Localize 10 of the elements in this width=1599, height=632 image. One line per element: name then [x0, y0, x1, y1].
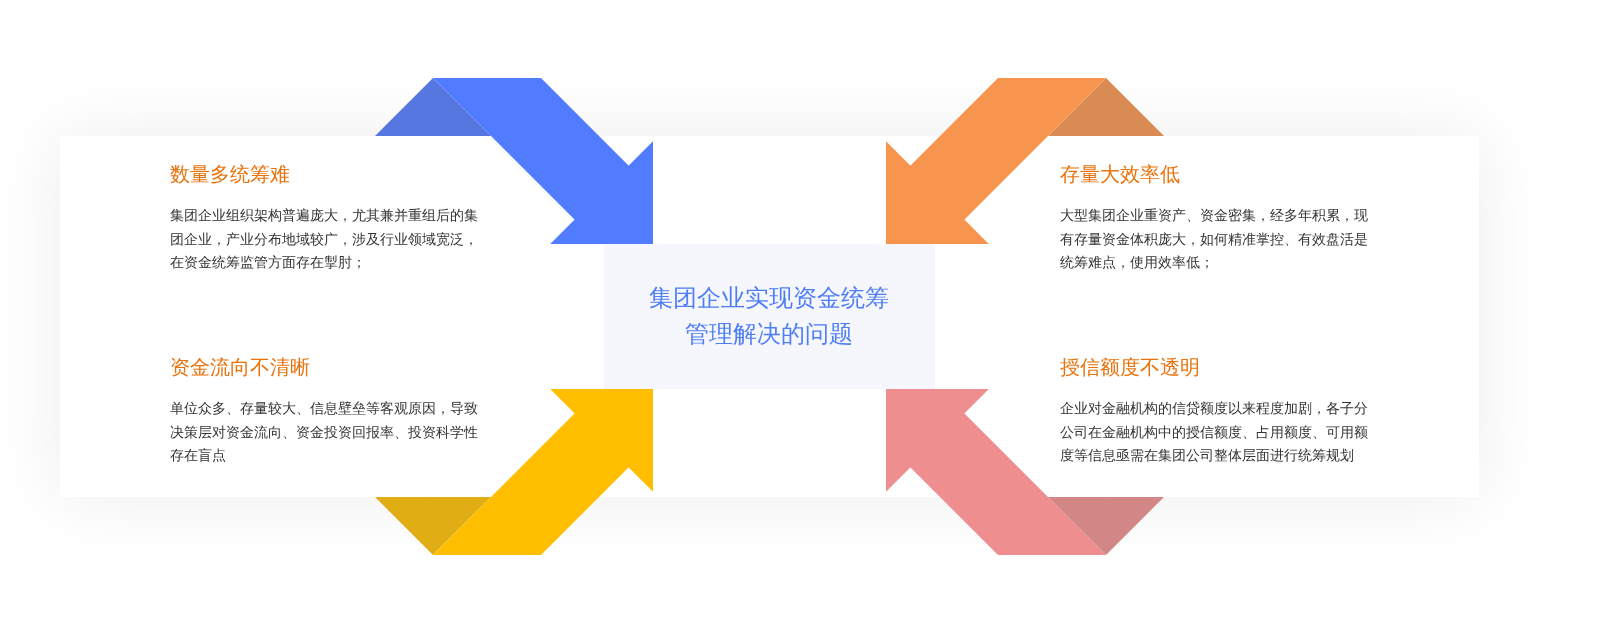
problem-description: 单位众多、存量较大、信息壁垒等客观原因，导致决策层对资金流向、资金投资回报率、投资科学性存在盲点 — [170, 399, 479, 465]
problem-heading: 数量多统筹难 — [170, 162, 290, 188]
problem-description: 集团企业组织架构普遍庞大，尤其兼并重组后的集团企业，产业分布地域较广，涉及行业领域宽泛，在资金统筹监管方面存在掣肘； — [170, 206, 479, 272]
problem-description: 大型集团企业重资产、资金密集，经多年积累，现有存量资金体积庞大，如何精准掌控、有效盘活是统筹难点，使用效率低； — [1060, 206, 1369, 272]
problem-heading: 存量大效率低 — [1060, 162, 1180, 188]
problem-heading: 授信额度不透明 — [1060, 355, 1200, 381]
problem-description: 企业对金融机构的信贷额度以来程度加剧，各子分公司在金融机构中的授信额度、占用额度、可用额度等信息亟需在集团公司整体层面进行统筹规划 — [1060, 399, 1369, 465]
topic-title: 集团企业实现资金统筹管理解决的问题 — [648, 283, 891, 350]
problem-heading: 资金流向不清晰 — [170, 355, 310, 381]
topic-box — [604, 244, 935, 389]
